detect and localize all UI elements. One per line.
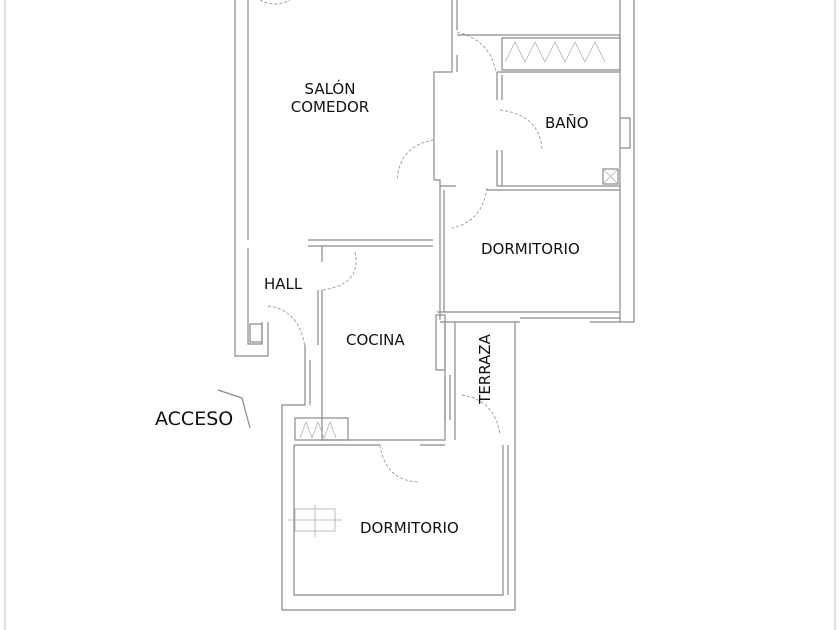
salon-label-line2: COMEDOR bbox=[290, 98, 370, 116]
room-label-terraza: TERRAZA bbox=[475, 334, 494, 404]
page-frame bbox=[4, 0, 836, 630]
room-label-salon: SALÓN COMEDOR bbox=[285, 80, 375, 116]
salon-label-line1: SALÓN bbox=[304, 80, 356, 98]
walls bbox=[217, 0, 635, 611]
room-label-hall: HALL bbox=[264, 275, 303, 293]
room-label-dormitorio-1: DORMITORIO bbox=[481, 240, 580, 258]
room-label-cocina: COCINA bbox=[346, 331, 405, 349]
room-label-bano: BAÑO bbox=[545, 114, 589, 132]
room-label-dormitorio-2: DORMITORIO bbox=[360, 519, 459, 537]
doors bbox=[259, 0, 543, 483]
acceso-label: ACCESO bbox=[155, 408, 234, 430]
